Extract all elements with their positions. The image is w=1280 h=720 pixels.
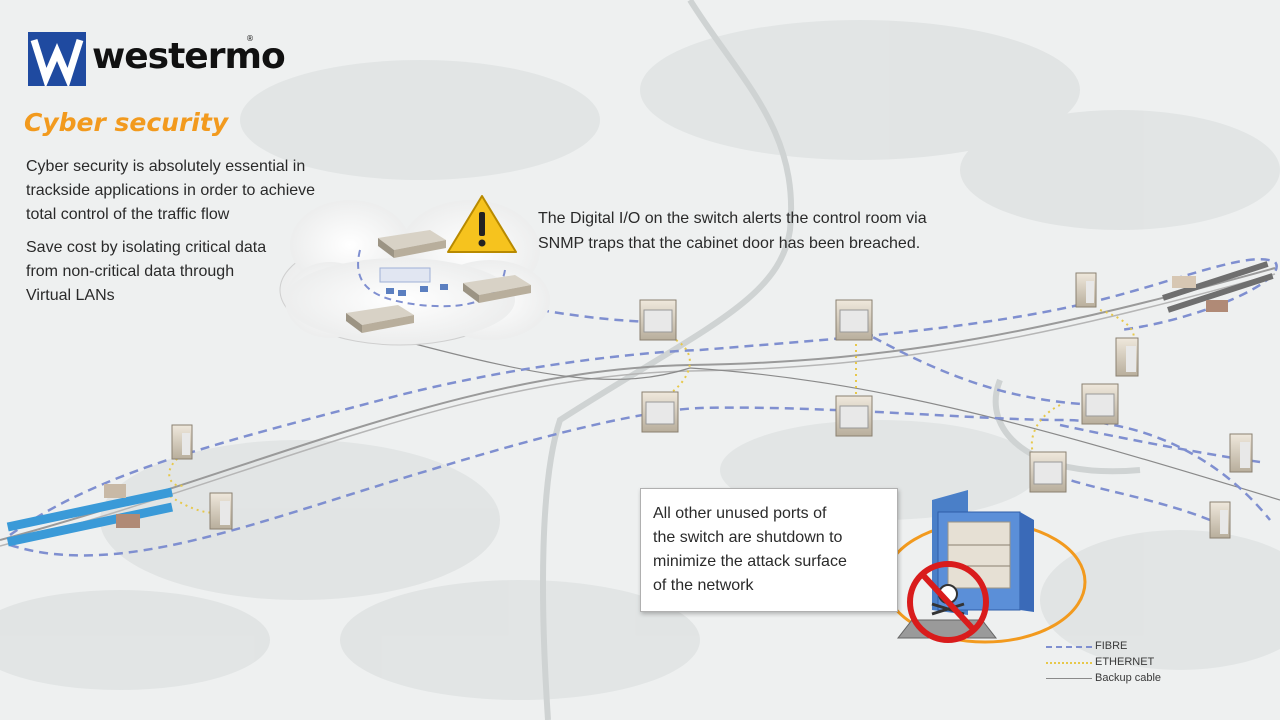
trackside-unit-icon [1209, 501, 1231, 539]
industrial-switch-icon [639, 299, 677, 341]
callout-line: The Digital I/O on the switch alerts the… [538, 210, 927, 227]
digital-io-callout: The Digital I/O on the switch alerts the… [538, 206, 927, 256]
train-icon [6, 484, 173, 547]
legend-label: ETHERNET [1095, 656, 1155, 668]
roads [540, 0, 1141, 720]
callout-line: SNMP traps that the cabinet door has bee… [538, 235, 921, 252]
industrial-switch-icon [641, 391, 679, 433]
legend: FIBRE ETHERNET Backup cable [1040, 640, 1180, 690]
industrial-switch-icon [1029, 451, 1067, 493]
registered-mark: ® [246, 34, 254, 43]
legend-item-ethernet: ETHERNET [1040, 656, 1180, 670]
legend-swatch-ethernet [1046, 662, 1092, 664]
vlan-servers [379, 267, 448, 296]
vlan-line: from non-critical data through [26, 263, 235, 280]
industrial-switch-icon [835, 299, 873, 341]
legend-label: Backup cable [1095, 672, 1162, 684]
intro-line: total control of the traffic flow [26, 206, 230, 223]
industrial-switches [171, 272, 1253, 539]
logo-mark-icon [28, 32, 86, 89]
popup-line: All other unused ports of [653, 505, 827, 522]
trackside-unit-icon [1229, 433, 1253, 473]
westermo-logo: westermo ® [28, 32, 286, 89]
trackside-unit-icon [1075, 272, 1097, 308]
cloud-switch-right [463, 275, 531, 303]
intro-line: trackside applications in order to achie… [26, 182, 316, 199]
legend-swatch-backup [1046, 678, 1092, 679]
vlan-line: Save cost by isolating critical data [26, 239, 267, 256]
popup-line: of the network [653, 577, 754, 594]
intro-paragraph: Cyber security is absolutely essential i… [26, 155, 315, 227]
intro-line: Cyber security is absolutely essential i… [26, 158, 306, 175]
legend-label: FIBRE [1095, 640, 1128, 652]
logo-wordmark: westermo [92, 36, 286, 77]
popup-line: minimize the attack surface [653, 553, 847, 570]
station-right [1162, 261, 1274, 313]
vlan-paragraph: Save cost by isolating critical data fro… [26, 236, 266, 308]
page-title: Cyber security [24, 108, 229, 137]
trackside-unit-icon [209, 492, 233, 530]
popup-line: the switch are shutdown to [653, 529, 843, 546]
legend-swatch-fibre [1046, 646, 1092, 648]
warning-icon [447, 195, 517, 253]
cloud-icon [279, 200, 550, 346]
cloud-switch-bottom [346, 305, 414, 333]
legend-item-backup: Backup cable [1040, 672, 1180, 686]
no-access-icon [907, 561, 989, 643]
unused-ports-popup: All other unused ports of the switch are… [640, 488, 898, 612]
trackside-unit-icon [171, 424, 193, 460]
vlan-line: Virtual LANs [26, 287, 115, 304]
trackside-unit-icon [1115, 337, 1139, 377]
cloud-switch-top [378, 230, 446, 258]
industrial-switch-icon [1081, 383, 1119, 425]
industrial-switch-icon [835, 395, 873, 437]
popup-text: All other unused ports of the switch are… [653, 502, 847, 598]
legend-item-fibre: FIBRE [1040, 640, 1180, 654]
